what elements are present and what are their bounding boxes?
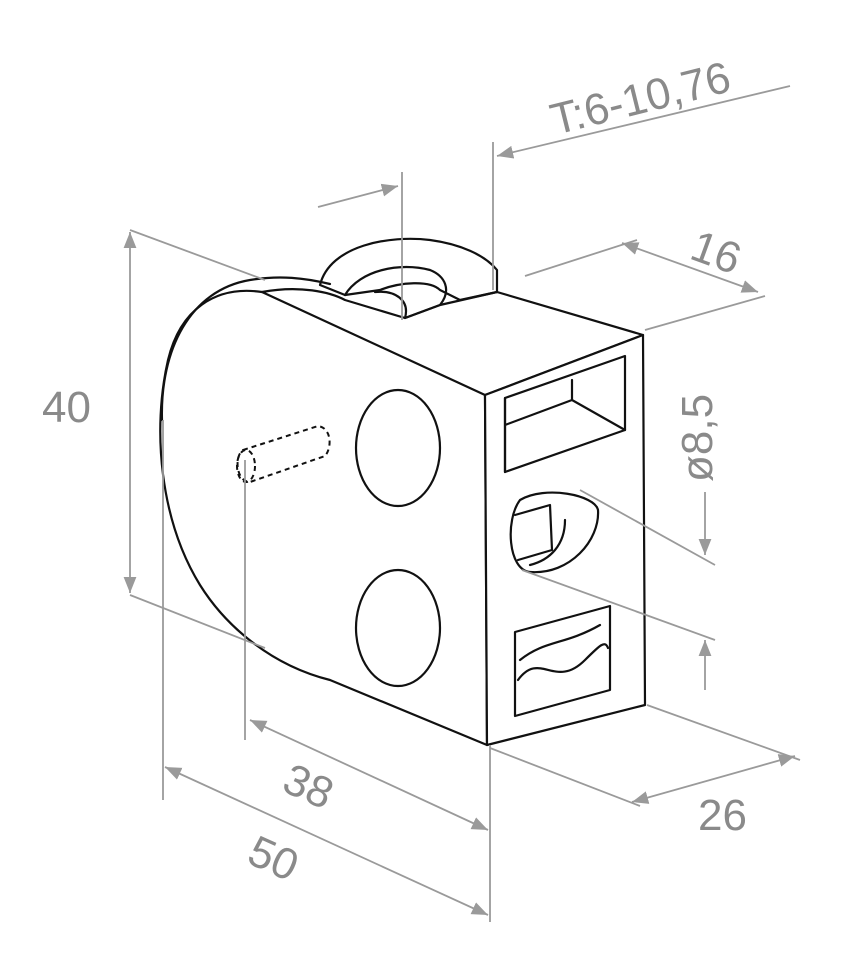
depth-top-label: 16 [685,221,748,284]
hole-diameter-label: ø8,5 [673,394,722,482]
hole-distance-label: 38 [276,754,341,819]
height-label: 40 [42,383,91,432]
width-label: 50 [241,826,306,891]
clamp-body [159,237,647,747]
thickness-label: T:6-10,76 [546,53,736,145]
depth-label: 26 [698,791,747,840]
dimension-lines [123,85,801,922]
